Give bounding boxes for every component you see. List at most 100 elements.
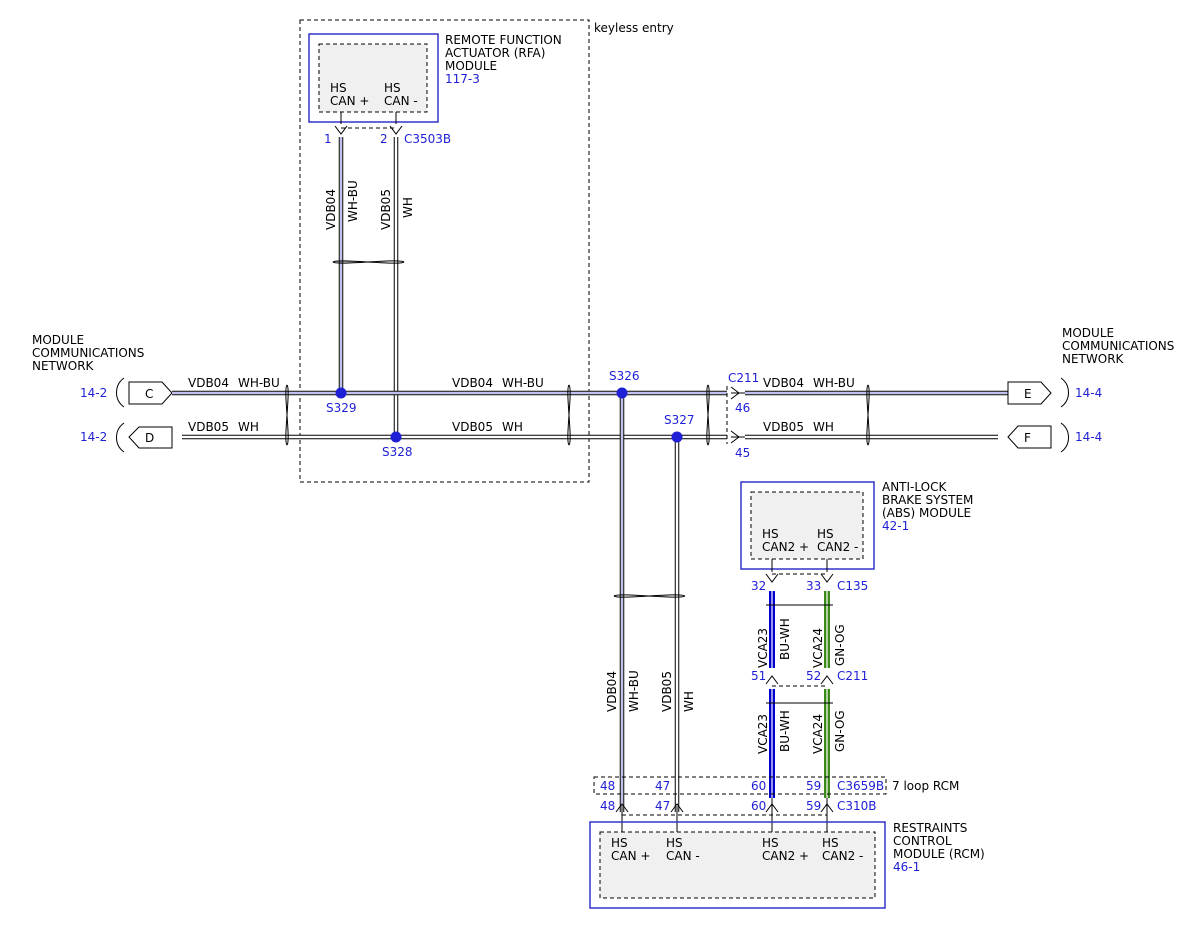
rfa-pin1-sublabel: CAN + (330, 94, 369, 108)
rfa-wire2-circuit: VDB05 (379, 189, 393, 230)
rfa-connector-id: C3503B (404, 132, 451, 146)
rcm-pin48: 48 (600, 799, 615, 813)
rcm-pin59: 59 (806, 799, 821, 813)
rcm-ref: 46-1 (893, 860, 920, 874)
bus-bot-mid-circuit: VDB05 (452, 420, 493, 434)
rfa-title-line1: REMOTE FUNCTION (445, 33, 562, 47)
abs-ref: 42-1 (882, 519, 909, 533)
loop-rcm-boundary (593, 776, 887, 795)
abs-pin33-connector-icon (820, 573, 834, 583)
rfa-pin1-connector-icon (334, 125, 348, 135)
abs-title-line2: BRAKE SYSTEM (882, 493, 973, 507)
rfa-pin2-sublabel: CAN - (384, 94, 418, 108)
abs-lower-w1-color: BU-WH (778, 710, 792, 752)
keyless-entry-boundary (299, 19, 590, 483)
abs-pin1-sublabel: CAN2 + (762, 540, 809, 554)
abs-lower-w2-circuit: VCA24 (811, 714, 825, 754)
rcm-module: HS CAN + HS CAN - HS CAN2 + HS CAN2 - RE… (589, 821, 985, 909)
rcm-pin2-label: HS (666, 836, 683, 850)
rcm-pin1-sublabel: CAN + (611, 849, 650, 863)
bus-pin45: 45 (735, 446, 750, 460)
loop-pin60: 60 (751, 779, 766, 793)
rfa-title-line2: ACTUATOR (RFA) (445, 46, 545, 60)
rcm-title-line2: CONTROL (893, 834, 952, 848)
abs-pin52-connector-icon (820, 675, 834, 685)
rfa-module: HS CAN + HS CAN - REMOTE FUNCTION ACTUAT… (308, 33, 562, 123)
abs-c135: C135 (837, 579, 868, 593)
right-network-line2: COMMUNICATIONS (1062, 339, 1174, 353)
abs-title-line1: ANTI-LOCK (882, 480, 947, 494)
bus-bot-right-circuit: VDB05 (763, 420, 804, 434)
abs-pin33: 33 (806, 579, 821, 593)
down-wire1-circuit: VDB04 (605, 671, 619, 712)
abs-pin32: 32 (751, 579, 766, 593)
keyless-entry-label: keyless entry (594, 21, 674, 35)
bus-twist-c211-icon (706, 384, 710, 446)
rfa-wire2-color: WH (401, 197, 415, 218)
connector-f-label: F (1024, 431, 1031, 445)
splice-s328-label: S328 (382, 445, 413, 459)
abs-pin2-sublabel: CAN2 - (817, 540, 858, 554)
c211-pin45-connector-icon (730, 430, 745, 444)
abs-upper-w1-circuit: VCA23 (756, 628, 770, 668)
rcm-title-line1: RESTRAINTS (893, 821, 967, 835)
bus-twist-right-icon (866, 384, 870, 446)
bus-twist-mid-icon (567, 384, 571, 446)
connector-c: C (128, 381, 173, 405)
bus-bot-mid-color: WH (502, 420, 523, 434)
connector-d-label: D (145, 431, 154, 445)
bus-c211-label: C211 (728, 371, 759, 385)
splice-s327 (671, 431, 683, 443)
rcm-c310b: C310B (837, 799, 877, 813)
splice-s328 (390, 431, 402, 443)
left-bracket-c-icon (116, 377, 125, 408)
connector-c-label: C (145, 387, 153, 401)
rfa-pin2-label: HS (384, 81, 401, 95)
c211-pin46-connector-icon (730, 386, 745, 400)
bus-bot-right-color: WH (813, 420, 834, 434)
rcm-pin1-label: HS (611, 836, 628, 850)
rcm-pin60: 60 (751, 799, 766, 813)
loop-c3659b: C3659B (837, 779, 884, 793)
connector-d: D (128, 426, 173, 449)
bus-top-left-color: WH-BU (238, 376, 280, 390)
abs-module: HS CAN2 + HS CAN2 - ANTI-LOCK BRAKE SYST… (740, 480, 973, 570)
bus-top-right-color: WH-BU (813, 376, 855, 390)
rfa-title-line3: MODULE (445, 59, 497, 73)
connector-e-label: E (1024, 387, 1032, 401)
bus-top-right-circuit: VDB04 (763, 376, 804, 390)
abs-pin51: 51 (751, 669, 766, 683)
bus-pin46: 46 (735, 401, 750, 415)
abs-lower-w2-color: GN-OG (833, 710, 847, 752)
rcm-title-line3: MODULE (RCM) (893, 847, 985, 861)
left-network-line2: COMMUNICATIONS (32, 346, 144, 360)
abs-upper-w2-circuit: VCA24 (811, 628, 825, 668)
loop-pin47: 47 (655, 779, 670, 793)
down-wire1-color: WH-BU (627, 670, 641, 712)
splice-s327-label: S327 (664, 413, 695, 427)
right-bracket-e-icon (1060, 377, 1069, 408)
rfa-wire1-color: WH-BU (346, 180, 360, 222)
rcm-pin3-sublabel: CAN2 + (762, 849, 809, 863)
bus-top-mid-color: WH-BU (502, 376, 544, 390)
abs-title-line3: (ABS) MODULE (882, 506, 971, 520)
right-ref-f: 14-4 (1075, 430, 1102, 444)
rfa-ref: 117-3 (445, 72, 480, 86)
abs-upper-w1-color: BU-WH (778, 618, 792, 660)
rcm-pin2-sublabel: CAN - (666, 849, 700, 863)
bus-top-mid-circuit: VDB04 (452, 376, 493, 390)
right-network-line1: MODULE (1062, 326, 1114, 340)
abs-pin32-connector-icon (765, 573, 779, 583)
abs-c211: C211 (837, 669, 868, 683)
bus-bot-left-circuit: VDB05 (188, 420, 229, 434)
rcm-pin48-connector-icon (615, 803, 629, 813)
connector-f: F (1007, 425, 1052, 449)
bus-bot-left-color: WH (238, 420, 259, 434)
loop-rcm-label: 7 loop RCM (892, 779, 959, 793)
splice-s329-label: S329 (326, 401, 357, 415)
abs-pin51-connector-icon (765, 675, 779, 685)
down-wire2-circuit: VDB05 (660, 671, 674, 712)
rcm-pin47-connector-icon (670, 803, 684, 813)
rcm-pin3-label: HS (762, 836, 779, 850)
abs-lower-w1-circuit: VCA23 (756, 714, 770, 754)
